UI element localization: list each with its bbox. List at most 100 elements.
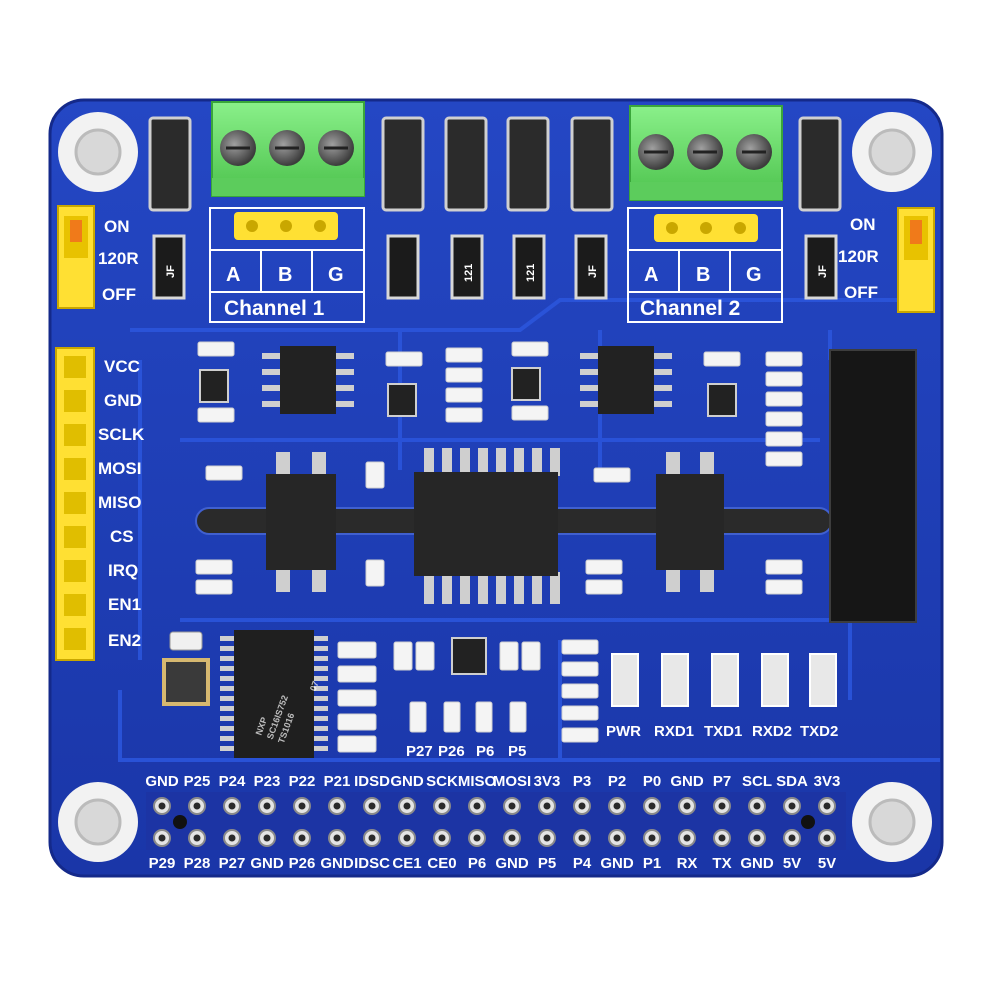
- gpio-bottom-label-13: P4: [573, 855, 592, 872]
- side-pin-label-cs: CS: [110, 527, 134, 546]
- small-passives-top: [152, 234, 838, 300]
- side-pin-label-en1: EN1: [108, 595, 141, 614]
- channel-2-b-label: B: [696, 264, 710, 286]
- gpio-bottom-label-19: 5V: [783, 855, 801, 872]
- gpio-top-labels: GND P25 P24 P23 P22 P21 IDSD GND SCK MIS…: [145, 773, 840, 790]
- gpio-bottom-label-11: GND: [495, 855, 529, 872]
- channel-1-pin-header: [234, 212, 338, 240]
- gpio-bottom-label-16: RX: [677, 855, 698, 872]
- gpio-bottom-label-14: GND: [600, 855, 634, 872]
- gpio-top-label-2: P25: [184, 773, 211, 790]
- gpio-top-label-11: MOSI: [493, 773, 531, 790]
- chip-mark-line4: 07: [308, 680, 321, 693]
- gpio-top-label-18: SCL: [742, 773, 772, 790]
- channel-1-g-label: G: [328, 264, 344, 286]
- gpio-top-label-4: P23: [254, 773, 281, 790]
- gpio-bottom-label-18: GND: [740, 855, 774, 872]
- side-pin-label-irq: IRQ: [108, 561, 138, 580]
- rs485-transceiver-1: [262, 346, 354, 414]
- resistor-mark-121-b: 121: [525, 264, 537, 282]
- digital-isolator-ic: [414, 448, 560, 604]
- led-label-txd1: TXD1: [704, 723, 742, 740]
- termination-jumper-right: [897, 207, 935, 313]
- dc-dc-isolation-module: [829, 349, 917, 623]
- crystal-oscillator: [162, 631, 210, 706]
- gpio-bottom-label-8: CE1: [392, 855, 421, 872]
- test-point-label-p27: P27: [406, 743, 433, 760]
- terminal-block-channel-2: [629, 105, 783, 201]
- gpio-header: [146, 792, 846, 850]
- sot23-lower: [451, 637, 487, 675]
- gpio-top-label-15: P0: [643, 773, 661, 790]
- led-label-rxd1: RXD1: [654, 723, 694, 740]
- left-jumper-on-label: ON: [104, 217, 130, 236]
- right-jumper-120r-label: 120R: [838, 247, 879, 266]
- resistor-mark-121-a: 121: [463, 264, 475, 282]
- gpio-bottom-labels: P29 P28 P27 GND P26 GND IDSC CE1 CE0 P6 …: [149, 855, 837, 872]
- gpio-top-label-19: SDA: [776, 773, 808, 790]
- gpio-top-label-20: 3V3: [814, 773, 841, 790]
- right-jumper-off-label: OFF: [844, 283, 878, 302]
- gpio-bottom-label-5: P26: [289, 855, 316, 872]
- channel-1-silkscreen-box: [209, 207, 365, 323]
- led-label-rxd2: RXD2: [752, 723, 792, 740]
- channel-1-label: Channel 1: [224, 297, 325, 320]
- side-pin-label-sclk: SCLK: [98, 425, 145, 444]
- channel-2-label: Channel 2: [640, 297, 740, 320]
- gpio-top-label-17: P7: [713, 773, 731, 790]
- gpio-bottom-label-10: P6: [468, 855, 486, 872]
- channel-2-pin-header: [654, 214, 758, 242]
- left-jumper-120r-label: 120R: [98, 249, 139, 268]
- gpio-bottom-label-9: CE0: [427, 855, 456, 872]
- channel-1-a-label: A: [226, 264, 240, 286]
- gpio-top-label-14: P2: [608, 773, 626, 790]
- gpio-top-label-10: MISO: [458, 773, 497, 790]
- channel-2-a-label: A: [644, 264, 658, 286]
- gpio-bottom-label-4: GND: [250, 855, 284, 872]
- fuse-mark-jf-2: JF: [587, 265, 599, 278]
- uart-bridge-chip: [220, 630, 328, 758]
- test-point-label-p26: P26: [438, 743, 465, 760]
- fuse-mark-jf-1: JF: [165, 265, 177, 278]
- smd-passives-lower: [337, 639, 599, 753]
- channel-2-g-label: G: [746, 264, 762, 286]
- side-pin-label-mosi: MOSI: [98, 459, 141, 478]
- right-jumper-on-label: ON: [850, 215, 876, 234]
- channel-2-silkscreen-box: [627, 207, 783, 323]
- led-label-txd2: TXD2: [800, 723, 838, 740]
- gpio-top-label-3: P24: [219, 773, 246, 790]
- gpio-top-label-9: SCK: [426, 773, 458, 790]
- gpio-bottom-label-20: 5V: [818, 855, 836, 872]
- mounting-holes: [58, 112, 932, 862]
- terminal-block-channel-1: [211, 101, 365, 197]
- gpio-bottom-label-15: P1: [643, 855, 661, 872]
- gpio-top-label-7: IDSD: [354, 773, 390, 790]
- gpio-top-label-8: GND: [390, 773, 424, 790]
- optocoupler-2: [656, 452, 724, 592]
- sot23-transistors: [199, 367, 737, 417]
- optocoupler-1: [266, 452, 336, 592]
- led-label-pwr: PWR: [606, 723, 641, 740]
- left-jumper-off-label: OFF: [102, 285, 136, 304]
- gpio-bottom-label-17: TX: [712, 855, 731, 872]
- gpio-bottom-label-12: P5: [538, 855, 556, 872]
- side-pin-label-gnd: GND: [104, 391, 142, 410]
- smd-resistor-arrays: [195, 341, 803, 595]
- test-point-label-p6: P6: [476, 743, 494, 760]
- gpio-bottom-label-3: P27: [219, 855, 246, 872]
- gpio-top-label-5: P22: [289, 773, 316, 790]
- gpio-top-label-6: P21: [324, 773, 351, 790]
- gpio-bottom-label-7: IDSC: [354, 855, 390, 872]
- side-pin-label-vcc: VCC: [104, 357, 140, 376]
- gpio-bottom-label-6: GND: [320, 855, 354, 872]
- rs485-transceiver-2: [580, 346, 672, 414]
- side-pin-label-en2: EN2: [108, 631, 141, 650]
- gpio-top-label-1: GND: [145, 773, 179, 790]
- gpio-bottom-label-1: P29: [149, 855, 176, 872]
- tvs-diodes: [148, 116, 842, 212]
- gpio-top-label-12: 3V3: [534, 773, 561, 790]
- fuse-mark-jf-3: JF: [817, 265, 829, 278]
- status-leds: [611, 653, 837, 707]
- test-point-label-p5: P5: [508, 743, 526, 760]
